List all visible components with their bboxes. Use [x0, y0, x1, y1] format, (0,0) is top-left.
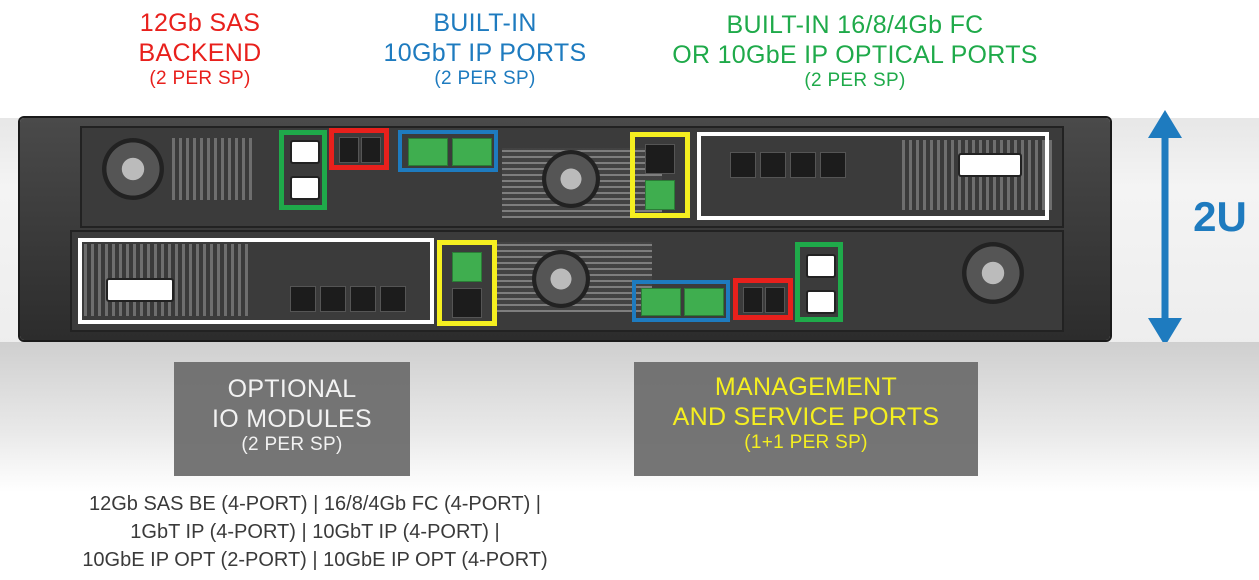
lower-10gbt-port-2 — [684, 288, 724, 316]
upper-builtin-fc-box — [697, 132, 1049, 220]
upper-psu-grille — [172, 138, 252, 200]
upper-sas-port-a — [339, 137, 359, 163]
builtin-10gbt-line1: BUILT-IN — [433, 9, 537, 37]
lower-io-port-1 — [290, 286, 316, 312]
lower-minisas-port-2 — [806, 290, 836, 314]
upper-service-port — [645, 144, 675, 174]
lower-io-port-3 — [350, 286, 376, 312]
upper-10gbt-port-1 — [408, 138, 448, 166]
io-modules-line2: IO MODULES — [212, 405, 372, 433]
height-label: 2U — [1193, 193, 1247, 240]
upper-storage-processor — [80, 126, 1064, 228]
lower-mgmt-box — [437, 240, 497, 326]
upper-psu-fan — [102, 138, 164, 200]
lower-io-port-2 — [320, 286, 346, 312]
builtin-10gbt-line2: 10GbT IP PORTS — [383, 39, 587, 67]
upper-10gbt-port-2 — [452, 138, 492, 166]
sas-backend-line2: BACKEND — [138, 39, 262, 67]
upper-minisas-port-1 — [290, 140, 320, 164]
builtin-10gbt-callout: BUILT-IN 10GbT IP PORTS (2 PER SP) — [330, 8, 640, 91]
upper-mgmt-port — [645, 180, 675, 210]
lower-10gbt-box — [632, 280, 730, 322]
lower-mgmt-port — [452, 252, 482, 282]
io-options-line1: 12Gb SAS BE (4-PORT) | 16/8/4Gb FC (4-PO… — [88, 493, 541, 515]
upper-fc-port-4 — [820, 152, 846, 178]
lower-service-port — [452, 288, 482, 318]
io-options-line2: 1GbT IP (4-PORT) | 10GbT IP (4-PORT) | — [130, 521, 500, 543]
io-modules-count: (2 PER SP) — [241, 434, 343, 455]
upper-fc-port-2 — [760, 152, 786, 178]
lower-minisas-port-1 — [806, 254, 836, 278]
sas-backend-line1: 12Gb SAS — [139, 9, 261, 37]
lower-io-port-4 — [380, 286, 406, 312]
height-arrow-icon — [1148, 110, 1182, 346]
lower-pull-latch — [532, 250, 590, 308]
sas-backend-count: (2 PER SP) — [149, 68, 251, 89]
upper-mgmt-box — [630, 132, 690, 218]
builtin-fc-line1: BUILT-IN 16/8/4Gb FC — [726, 11, 984, 39]
io-modules-callout: OPTIONAL IO MODULES (2 PER SP) — [174, 374, 410, 457]
upper-10gbt-box — [398, 130, 498, 172]
mgmt-panel — [634, 362, 978, 476]
mgmt-line2: AND SERVICE PORTS — [672, 403, 940, 431]
mgmt-line1: MANAGEMENT — [714, 373, 898, 401]
lower-builtin-sas-box — [733, 278, 793, 320]
io-module-options: 12Gb SAS BE (4-PORT) | 16/8/4Gb FC (4-PO… — [0, 490, 630, 574]
lower-io-minisas — [106, 278, 174, 302]
upper-minisas-port-2 — [290, 176, 320, 200]
storage-chassis-rear — [20, 118, 1110, 340]
upper-io-minisas — [958, 153, 1022, 177]
builtin-fc-line2: OR 10GbE IP OPTICAL PORTS — [672, 41, 1038, 69]
lower-10gbt-port-1 — [641, 288, 681, 316]
upper-sas-port-b — [361, 137, 381, 163]
builtin-10gbt-count: (2 PER SP) — [434, 68, 536, 89]
upper-builtin-sas-box — [329, 128, 389, 170]
upper-fc-port-1 — [730, 152, 756, 178]
lower-storage-processor — [70, 230, 1064, 332]
mgmt-count: (1+1 PER SP) — [744, 432, 868, 453]
lower-sas-port-b — [765, 287, 785, 313]
builtin-fc-count: (2 PER SP) — [804, 70, 906, 91]
io-options-line3: 10GbE IP OPT (2-PORT) | 10GbE IP OPT (4-… — [82, 549, 548, 571]
upper-pull-latch — [542, 150, 600, 208]
sas-backend-callout: 12Gb SAS BACKEND (2 PER SP) — [100, 8, 300, 91]
io-modules-line1: OPTIONAL — [227, 375, 357, 403]
upper-fc-port-3 — [790, 152, 816, 178]
mgmt-callout: MANAGEMENT AND SERVICE PORTS (1+1 PER SP… — [634, 372, 978, 455]
builtin-fc-callout: BUILT-IN 16/8/4Gb FC OR 10GbE IP OPTICAL… — [630, 10, 1080, 93]
lower-psu-fan — [962, 242, 1024, 304]
io-modules-panel — [174, 362, 410, 476]
lower-sas-port-a — [743, 287, 763, 313]
upper-sas-ports-box — [279, 130, 327, 210]
lower-io-modules-box — [78, 238, 434, 324]
lower-sas-ports-box — [795, 242, 843, 322]
